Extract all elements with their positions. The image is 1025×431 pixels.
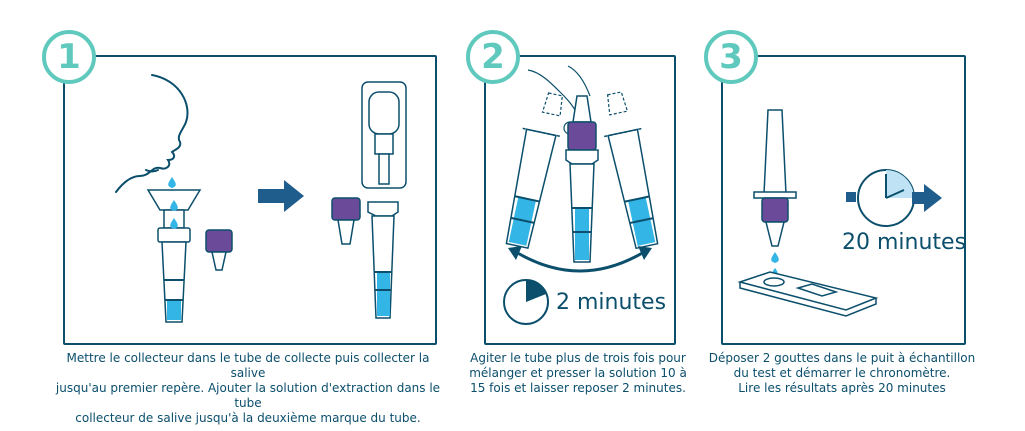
tube-right-icon bbox=[604, 91, 659, 250]
step-1-caption: Mettre le collecteur dans le tube de col… bbox=[48, 351, 448, 426]
stopwatch-icon bbox=[846, 169, 942, 227]
swing-arrow-icon bbox=[508, 246, 652, 273]
tube-center-icon bbox=[565, 95, 599, 263]
step-1-caption-line: collecteur de salive jusqu'à la deuxième… bbox=[75, 411, 421, 425]
step-1-caption-line: jusqu'au premier repère. Ajouter la solu… bbox=[55, 381, 441, 410]
step-3-number: 3 bbox=[704, 30, 758, 84]
step-2-caption: Agiter le tube plus de trois fois pour m… bbox=[466, 351, 690, 396]
step-3-caption-line: du test et démarrer le chronomètre. bbox=[733, 366, 951, 380]
clock-icon bbox=[503, 279, 549, 325]
step-2-caption-line: Agiter le tube plus de trois fois pour bbox=[470, 351, 686, 365]
step-2-timer-text: 2 minutes bbox=[556, 290, 667, 315]
step-3-timer-text: 20 minutes bbox=[842, 230, 967, 255]
step-2-caption-line: 15 fois et laisser reposer 2 minutes. bbox=[470, 381, 686, 395]
step-3-caption-line: Déposer 2 gouttes dans le puit à échanti… bbox=[708, 351, 976, 365]
kit-icon bbox=[331, 81, 407, 319]
step-1-caption-line: Mettre le collecteur dans le tube de col… bbox=[66, 351, 430, 380]
face-profile-icon bbox=[115, 74, 189, 193]
step-2-number: 2 bbox=[466, 30, 520, 84]
step-1-number: 1 bbox=[42, 30, 96, 84]
cap-icon bbox=[205, 229, 233, 271]
tube-left-icon bbox=[505, 92, 563, 249]
test-cassette-icon bbox=[737, 271, 879, 317]
step-3-caption-line: Lire les résultats après 20 minutes bbox=[738, 381, 946, 395]
saliva-drop-icon bbox=[168, 177, 178, 229]
step-2-caption-line: mélanger et presser la solution 10 à bbox=[469, 366, 687, 380]
dropper-tube-icon bbox=[753, 109, 797, 275]
right-arrow-icon bbox=[258, 180, 304, 212]
step-3-caption: Déposer 2 gouttes dans le puit à échanti… bbox=[700, 351, 984, 396]
